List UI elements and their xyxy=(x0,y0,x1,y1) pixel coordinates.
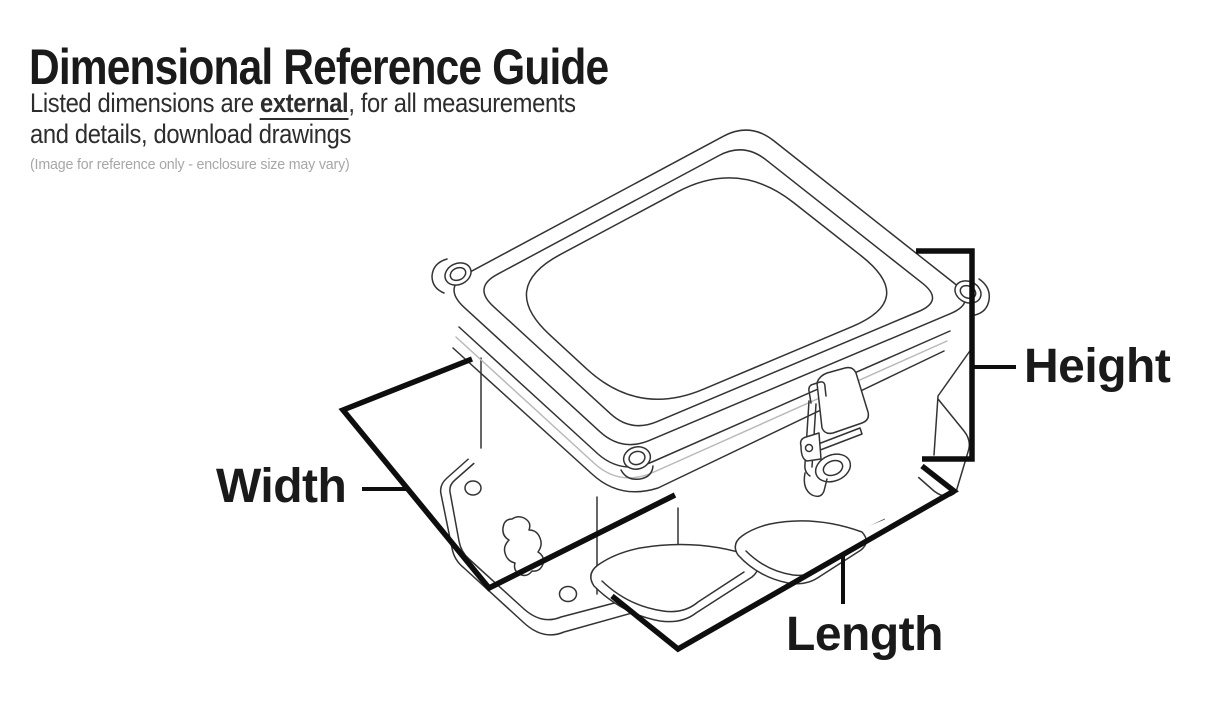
lid-screw xyxy=(622,446,652,470)
disclaimer-note: (Image for reference only - enclosure si… xyxy=(30,156,350,173)
lid-top-inset xyxy=(483,149,934,427)
enclosure-lid xyxy=(431,129,991,493)
left-foot-pad-lip xyxy=(601,571,745,613)
height-label: Height xyxy=(1024,340,1171,393)
lid-lip-line xyxy=(458,326,951,468)
length-dimension-line xyxy=(610,463,959,653)
latch-bracket-hole xyxy=(804,443,814,453)
flange-screw-hole xyxy=(464,480,482,496)
latch-bracket xyxy=(799,432,822,462)
flange-screw-hole xyxy=(558,585,578,603)
bottom-feet xyxy=(590,520,867,623)
lid-screw xyxy=(444,262,472,286)
lid-lip-bottom-line xyxy=(452,347,945,493)
lid-top-plate xyxy=(525,177,888,400)
width-dimension-line xyxy=(338,356,677,592)
length-label: Length xyxy=(786,608,943,661)
left-foot-pad xyxy=(590,543,759,623)
subtitle-emphasis: external xyxy=(259,88,349,120)
subtitle-line2: and details, download drawings xyxy=(30,119,351,149)
lid-lip-line-light xyxy=(455,336,948,479)
height-dimension-bracket xyxy=(916,248,975,462)
lid-outline xyxy=(453,129,966,446)
right-foot-pad xyxy=(734,520,867,585)
latch-cover-flap xyxy=(816,366,870,435)
latch-tail xyxy=(803,472,828,498)
page-title: Dimensional Reference Guide xyxy=(29,39,609,95)
flange-inner-line xyxy=(449,457,859,621)
dimension-annotations xyxy=(338,248,1016,653)
latch-hook xyxy=(808,381,827,404)
subtitle: Listed dimensions are external, for all … xyxy=(30,88,576,150)
subtitle-suffix: , for all measurements xyxy=(348,88,576,118)
flange-keyhole-slot xyxy=(502,515,545,577)
width-label: Width xyxy=(216,460,347,513)
flange-outline xyxy=(439,445,885,636)
subtitle-prefix: Listed dimensions are xyxy=(30,88,260,118)
lid-corner-ear-arcs xyxy=(431,258,991,481)
body-left-face-fill xyxy=(460,330,680,602)
latch xyxy=(799,366,870,498)
latch-padlock-eye xyxy=(814,453,852,483)
